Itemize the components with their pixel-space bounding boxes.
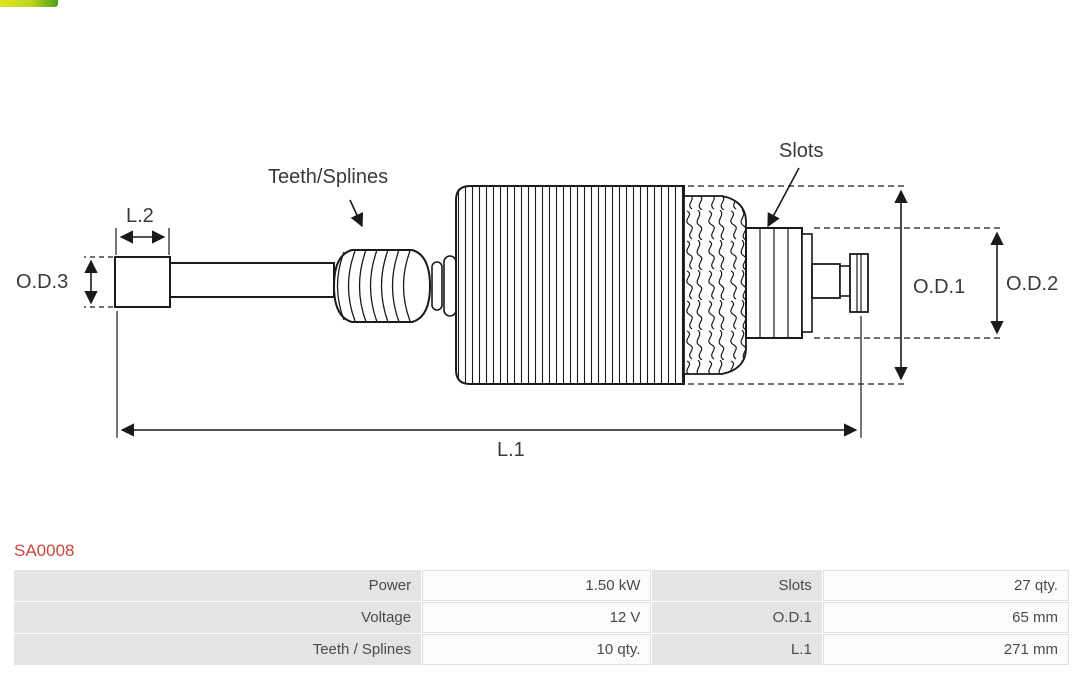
spec-value: 27 qty. — [822, 570, 1069, 601]
spec-value: 1.50 kW — [422, 570, 652, 601]
collar-ring — [443, 255, 457, 317]
end-disc — [849, 253, 869, 313]
spec-value: 10 qty. — [422, 634, 652, 665]
end-neck — [839, 265, 851, 297]
spec-value: 65 mm — [822, 602, 1069, 633]
collar-ring — [431, 261, 443, 311]
spec-label: Teeth / Splines — [14, 634, 422, 665]
slots-pointer-arrow — [767, 167, 800, 228]
spec-label: Voltage — [14, 602, 422, 633]
laminated-core — [455, 185, 685, 385]
od1-label: O.D.1 — [913, 276, 966, 298]
detail-lines — [759, 228, 862, 338]
armature-drawing — [84, 167, 1004, 438]
l1-label: L.1 — [497, 439, 525, 461]
slots-winding-section — [683, 195, 747, 375]
spec-label: Power — [14, 570, 422, 601]
spec-label: L.1 — [652, 634, 822, 665]
slots-label: Slots — [779, 140, 824, 162]
commutator-flange — [801, 233, 813, 333]
shaft-end-block — [114, 256, 171, 308]
od2-label: O.D.2 — [1006, 273, 1059, 295]
spec-value: 271 mm — [822, 634, 1069, 665]
step-shaft — [811, 263, 841, 299]
od3-label: O.D.3 — [16, 271, 69, 293]
teeth-splines-label: Teeth/Splines — [268, 166, 389, 188]
teeth-splines-pointer-arrow — [349, 199, 364, 228]
spec-value: 12 V — [422, 602, 652, 633]
spec-label: O.D.1 — [652, 602, 822, 633]
spline-helix-lines — [336, 249, 411, 323]
specs-table: Power 1.50 kW Slots 27 qty. Voltage 12 V… — [14, 570, 1069, 665]
brand-logo-partial — [0, 0, 58, 7]
armature-diagram: O.D.3 L.2 Teeth/Splines Slots O.D.1 O.D.… — [16, 140, 1059, 461]
l2-label: L.2 — [126, 205, 154, 227]
shaft — [169, 262, 335, 298]
spec-label: Slots — [652, 570, 822, 601]
product-code: SA0008 — [14, 541, 75, 560]
